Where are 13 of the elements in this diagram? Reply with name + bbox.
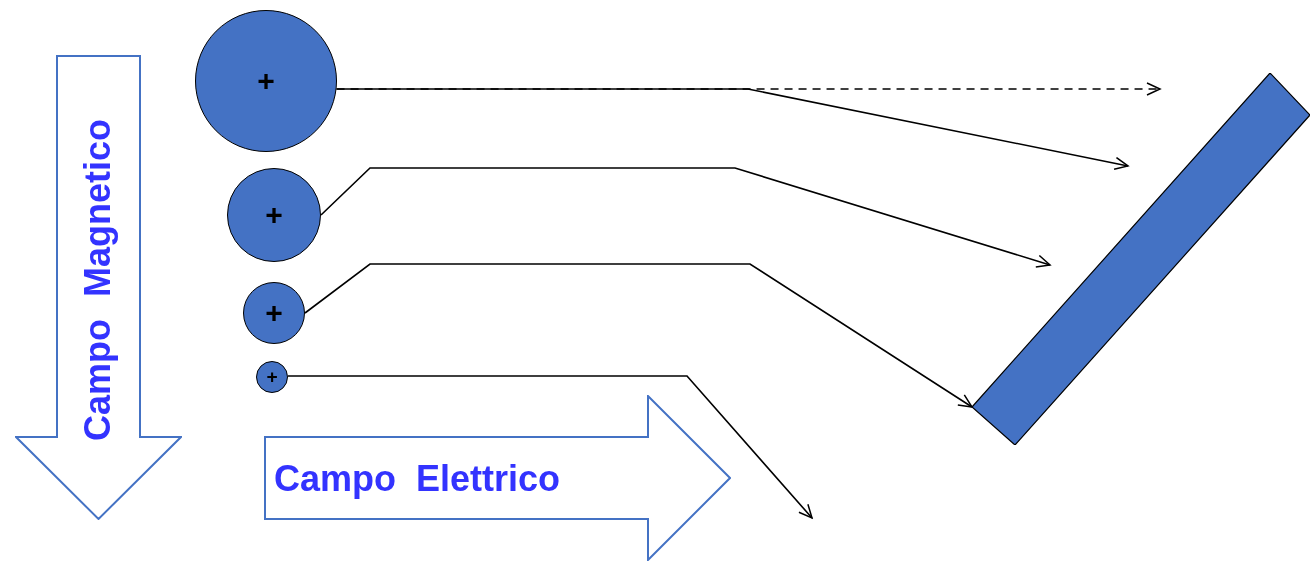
field-label: Campo Elettrico <box>274 457 561 501</box>
charge-sign: + <box>266 367 278 387</box>
trajectory-arrow <box>335 88 1129 171</box>
field-label: Campo Magnetico <box>76 119 119 441</box>
block-arrow <box>15 55 182 520</box>
block-arrow <box>264 395 731 561</box>
trajectory-arrow <box>320 167 1051 268</box>
charge-sign: + <box>265 298 283 328</box>
trajectory-arrow <box>304 263 973 408</box>
detector-plate <box>972 73 1310 445</box>
trajectory-arrow <box>287 375 813 519</box>
charge-sign: + <box>265 200 283 230</box>
charge-sign: + <box>257 66 275 96</box>
